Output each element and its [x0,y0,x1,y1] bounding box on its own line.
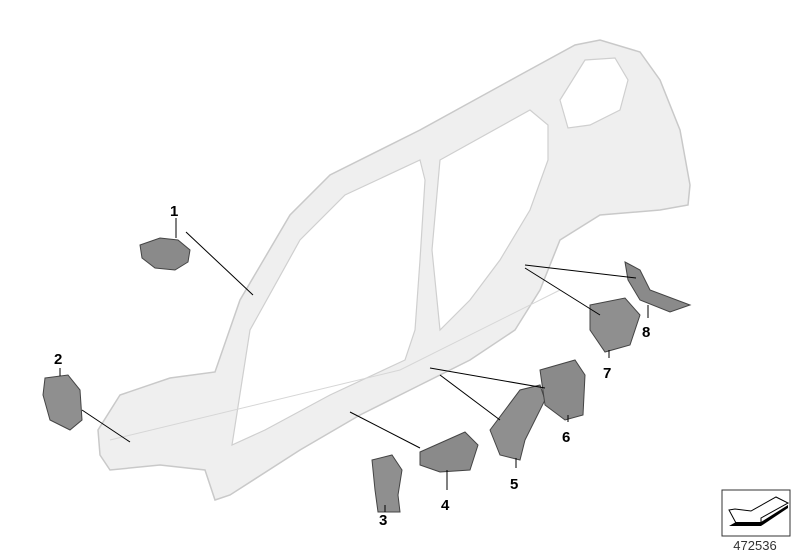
leader-1 [185,231,254,296]
leader-5 [439,374,501,421]
callout-5[interactable]: 5 [510,476,518,493]
leader-2 [81,409,131,443]
part-1[interactable] [139,237,191,271]
callout-3[interactable]: 3 [379,512,387,529]
leader-8 [524,264,637,279]
part-6[interactable] [539,359,586,421]
part-5[interactable] [489,384,546,461]
callout-6[interactable]: 6 [562,429,570,446]
leader-lines [59,218,649,512]
arrow-down-left-icon [721,489,791,537]
part-3[interactable] [371,454,403,513]
part-7[interactable] [589,297,641,353]
part-2[interactable] [42,374,83,431]
callout-7[interactable]: 7 [603,365,611,382]
callout-1[interactable]: 1 [170,203,178,220]
leader-4 [349,411,421,449]
body-side-frame [97,39,691,501]
part-4[interactable] [419,431,479,473]
leader-7 [524,267,601,316]
leader-6 [429,367,546,389]
callout-4[interactable]: 4 [441,497,450,514]
callout-8[interactable]: 8 [642,324,650,341]
part-8[interactable] [624,261,692,313]
document-number: 472536 [733,538,777,553]
callout-2[interactable]: 2 [54,351,62,368]
